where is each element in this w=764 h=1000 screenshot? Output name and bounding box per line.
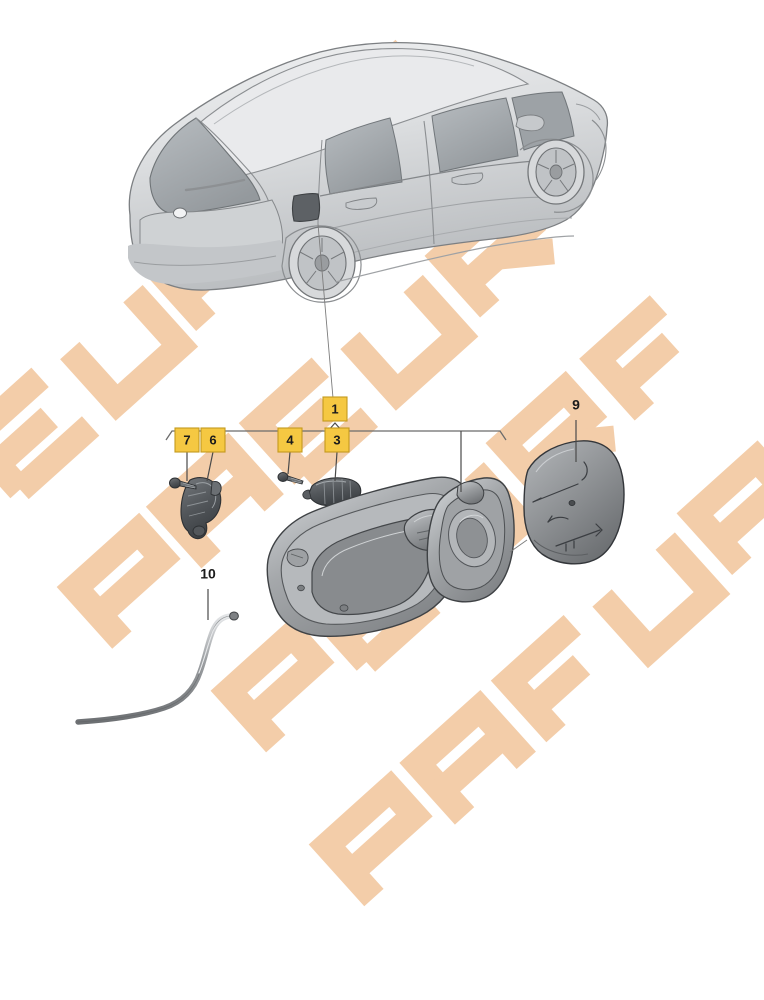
callout-9-label: 9: [572, 397, 580, 413]
tie-line-flap-to-cover: [509, 539, 528, 553]
front-side-window: [431, 97, 519, 173]
front-spokes: [537, 150, 575, 192]
housing-eyelet-2: [297, 584, 305, 592]
front-hub: [549, 164, 563, 180]
front-wheel: [519, 138, 594, 213]
part-7-screw[interactable]: [169, 477, 197, 490]
housing-latch-pocket: [286, 548, 309, 567]
callout-6-label: 6: [209, 432, 216, 447]
cover-centre-pin: [568, 499, 576, 506]
cover-ribs: [532, 461, 603, 552]
headlight-edge: [575, 103, 601, 121]
callout-4-box: [277, 427, 303, 453]
flap-pivot-lug: [456, 481, 485, 505]
callout-9[interactable]: 9: [572, 397, 580, 413]
rear-pillar: [195, 117, 271, 207]
flap-seal-highlight: [459, 514, 484, 523]
actuator-boss: [192, 525, 206, 537]
door-handle-rear: [345, 197, 378, 210]
actuator-connector: [210, 481, 222, 496]
callout-10[interactable]: 10: [200, 566, 216, 582]
callout-1-label: 1: [331, 401, 338, 416]
rear-bumper: [128, 240, 287, 284]
rear-badge: [173, 207, 187, 219]
aperture-highlight: [321, 529, 415, 577]
callout-3-label: 3: [333, 432, 340, 447]
screw-4-threads: [290, 477, 302, 484]
housing-eyelet-1: [339, 604, 349, 612]
part-9-socket-cover[interactable]: [523, 440, 625, 565]
rear-wheel-arch: [281, 225, 362, 303]
tailgate-trim: [184, 178, 246, 192]
callout-10-label: 10: [200, 566, 216, 582]
door-handle-front: [451, 172, 484, 185]
leader-line-1: [317, 223, 334, 399]
actuator-ribs: [186, 491, 209, 517]
cover-highlight: [535, 448, 575, 473]
door-shutline-rear: [423, 120, 435, 245]
callout-3[interactable]: 3: [324, 427, 350, 453]
callout-6[interactable]: 6: [200, 427, 226, 453]
callout-4[interactable]: 4: [277, 427, 303, 453]
part-4-screw[interactable]: [277, 472, 304, 485]
bumper-crease: [133, 255, 277, 266]
cable-end-fitting: [229, 611, 239, 621]
callout-1-box: [322, 396, 348, 422]
front-wheel-arch: [519, 138, 594, 213]
callout-6-box: [200, 427, 226, 453]
rocker-sill: [335, 235, 575, 283]
charging-flap-on-car[interactable]: [291, 193, 321, 222]
latch-highlight: [315, 480, 347, 486]
callout-7-label: 7: [183, 432, 190, 447]
side-mirror: [515, 114, 545, 132]
vehicle-illustration: [128, 42, 609, 303]
roof-seam: [213, 55, 475, 125]
leader-line-3: [334, 451, 338, 482]
screw-7-threads: [182, 482, 196, 489]
callout-3-box: [324, 427, 350, 453]
cover-lower-edge: [533, 539, 589, 556]
callout-4-label: 4: [286, 432, 294, 447]
leader-line-4: [287, 451, 291, 475]
rear-side-window: [324, 117, 403, 195]
part-10-release-cable[interactable]: [75, 611, 239, 725]
charging-port-housing-assembly[interactable]: [266, 476, 515, 638]
housing-latch-slot: [290, 553, 304, 559]
callout-7[interactable]: 7: [174, 427, 200, 453]
cable-highlight: [198, 616, 231, 674]
callout-1[interactable]: 1: [322, 396, 348, 422]
latch-tab: [302, 489, 312, 500]
side-crease-upper: [299, 196, 567, 237]
flap-seal-inner: [456, 517, 488, 559]
latch-ribs: [323, 478, 352, 507]
front-bumper-edge: [591, 119, 607, 181]
leader-line-6: [206, 451, 214, 482]
callout-7-box: [174, 427, 200, 453]
part-6-actuator[interactable]: [180, 477, 222, 540]
